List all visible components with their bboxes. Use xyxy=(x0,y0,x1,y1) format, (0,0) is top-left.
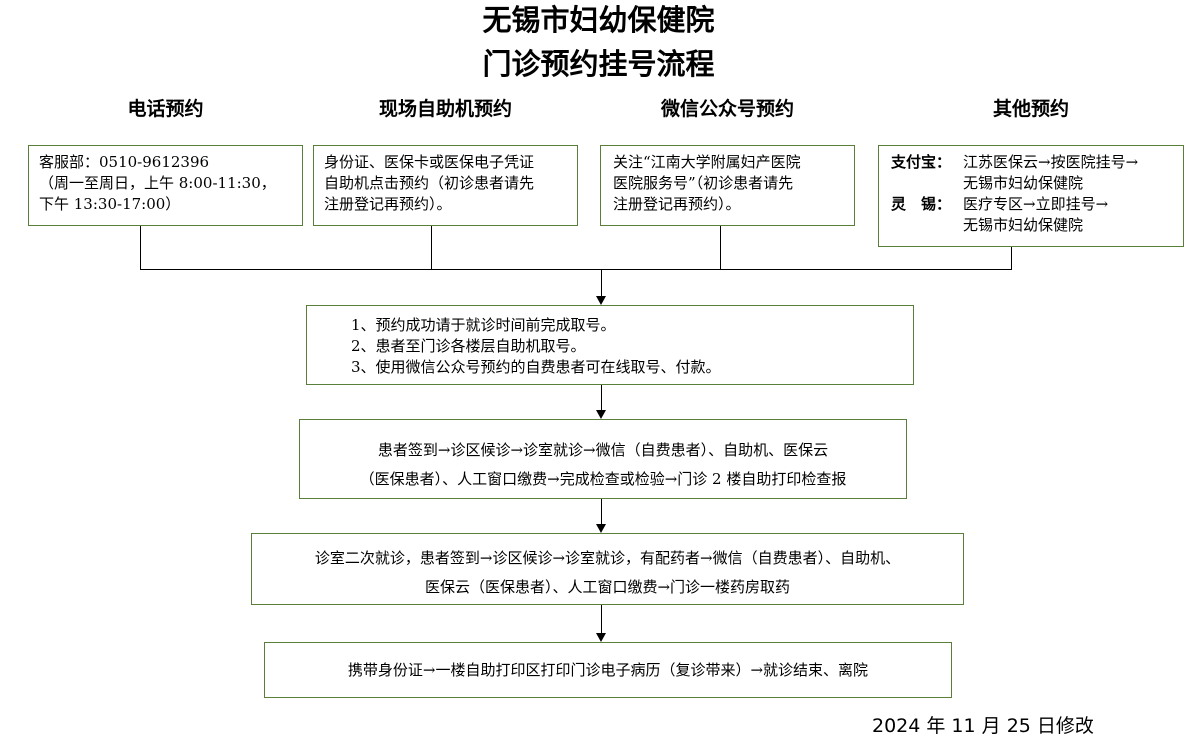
phone-line-2: （周一至周日，上午 8:00-11:30， xyxy=(39,174,276,192)
connector-down-2 xyxy=(601,385,602,410)
modified-date: 2024 年 11 月 25 日修改 xyxy=(872,715,1094,737)
connector-down-4 xyxy=(601,605,602,633)
lingxi-row: 灵 锡： 医疗专区→立即挂号→ xyxy=(891,194,1183,215)
alipay-label: 支付宝： xyxy=(891,153,952,171)
phone-line-1: 客服部：0510-9612396 xyxy=(39,153,210,171)
step4-line-1: 携带身份证→一楼自助打印区打印门诊电子病历（复诊带来）→就诊结束、离院 xyxy=(347,661,869,679)
arrow-down-icon xyxy=(596,410,606,419)
kiosk-booking-box: 身份证、医保卡或医保电子凭证 自助机点击预约（初诊患者请先 注册登记再预约）。 xyxy=(313,145,578,226)
step2-line-2: （医保患者）、人工窗口缴费→完成检查或检验→门诊 2 楼自助打印检查报 xyxy=(359,470,847,488)
connector-phone xyxy=(140,226,141,270)
other-booking-box: 支付宝： 江苏医保云→按医院挂号→ 无锡市妇幼保健院 灵 锡： 医疗专区→立即挂号→… xyxy=(878,145,1184,247)
phone-booking-box: 客服部：0510-9612396 （周一至周日，上午 8:00-11:30， 下… xyxy=(28,145,303,226)
arrow-down-icon xyxy=(596,524,606,533)
heading-kiosk-booking: 现场自助机预约 xyxy=(378,98,512,120)
step-consultation-box: 患者签到→诊区候诊→诊室就诊→微信（自费患者）、自助机、医保云 （医保患者）、人… xyxy=(299,419,907,499)
heading-phone-booking: 电话预约 xyxy=(127,98,204,120)
step-second-visit-box: 诊室二次就诊，患者签到→诊区候诊→诊室就诊，有配药者→微信（自费患者）、自助机、… xyxy=(251,533,964,605)
wechat-line-3: 注册登记再预约）。 xyxy=(613,195,741,213)
step-print-record-box: 携带身份证→一楼自助打印区打印门诊电子病历（复诊带来）→就诊结束、离院 xyxy=(264,642,952,698)
step1-line-3: 3、使用微信公众号预约的自费患者可在线取号、付款。 xyxy=(351,358,721,376)
heading-other-booking: 其他预约 xyxy=(992,98,1069,120)
lingxi-path: 医疗专区→立即挂号→ xyxy=(963,195,1109,213)
step1-line-2: 2、患者至门诊各楼层自助机取号。 xyxy=(351,337,586,355)
alipay-row: 支付宝： 江苏医保云→按医院挂号→ xyxy=(891,152,1183,173)
step1-line-1: 1、预约成功请于就诊时间前完成取号。 xyxy=(351,316,616,334)
wechat-line-2: 医院服务号”（初诊患者请先 xyxy=(613,174,794,192)
connector-down-1 xyxy=(601,269,602,296)
alipay-path: 江苏医保云→按医院挂号→ xyxy=(963,153,1139,171)
step3-line-2: 医保云（医保患者）、人工窗口缴费→门诊一楼药房取药 xyxy=(424,578,791,596)
connector-other xyxy=(1011,247,1012,270)
heading-wechat-booking: 微信公众号预约 xyxy=(660,98,794,120)
step-pickup-number-box: 1、预约成功请于就诊时间前完成取号。 2、患者至门诊各楼层自助机取号。 3、使用… xyxy=(306,305,914,385)
wechat-booking-box: 关注“江南大学附属妇产医院 医院服务号”（初诊患者请先 注册登记再预约）。 xyxy=(600,145,855,226)
kiosk-line-2: 自助机点击预约（初诊患者请先 xyxy=(324,174,535,192)
connector-horizontal xyxy=(140,269,1012,270)
arrow-down-icon xyxy=(596,296,606,305)
page-subtitle: 门诊预约挂号流程 xyxy=(482,47,715,81)
alipay-target: 无锡市妇幼保健院 xyxy=(963,174,1084,192)
arrow-down-icon xyxy=(596,633,606,642)
connector-kiosk xyxy=(431,226,432,270)
step3-line-1: 诊室二次就诊，患者签到→诊区候诊→诊室就诊，有配药者→微信（自费患者）、自助机、 xyxy=(314,549,901,567)
page-title: 无锡市妇幼保健院 xyxy=(482,3,715,37)
connector-down-3 xyxy=(601,499,602,524)
lingxi-target: 无锡市妇幼保健院 xyxy=(963,216,1084,234)
step2-line-1: 患者签到→诊区候诊→诊室就诊→微信（自费患者）、自助机、医保云 xyxy=(377,441,829,459)
kiosk-line-1: 身份证、医保卡或医保电子凭证 xyxy=(324,153,535,171)
phone-line-3: 下午 13:30-17:00） xyxy=(39,195,181,213)
kiosk-line-3: 注册登记再预约）。 xyxy=(324,195,452,213)
lingxi-label: 灵 锡： xyxy=(891,195,952,213)
connector-wechat xyxy=(720,226,721,270)
wechat-line-1: 关注“江南大学附属妇产医院 xyxy=(613,153,801,171)
